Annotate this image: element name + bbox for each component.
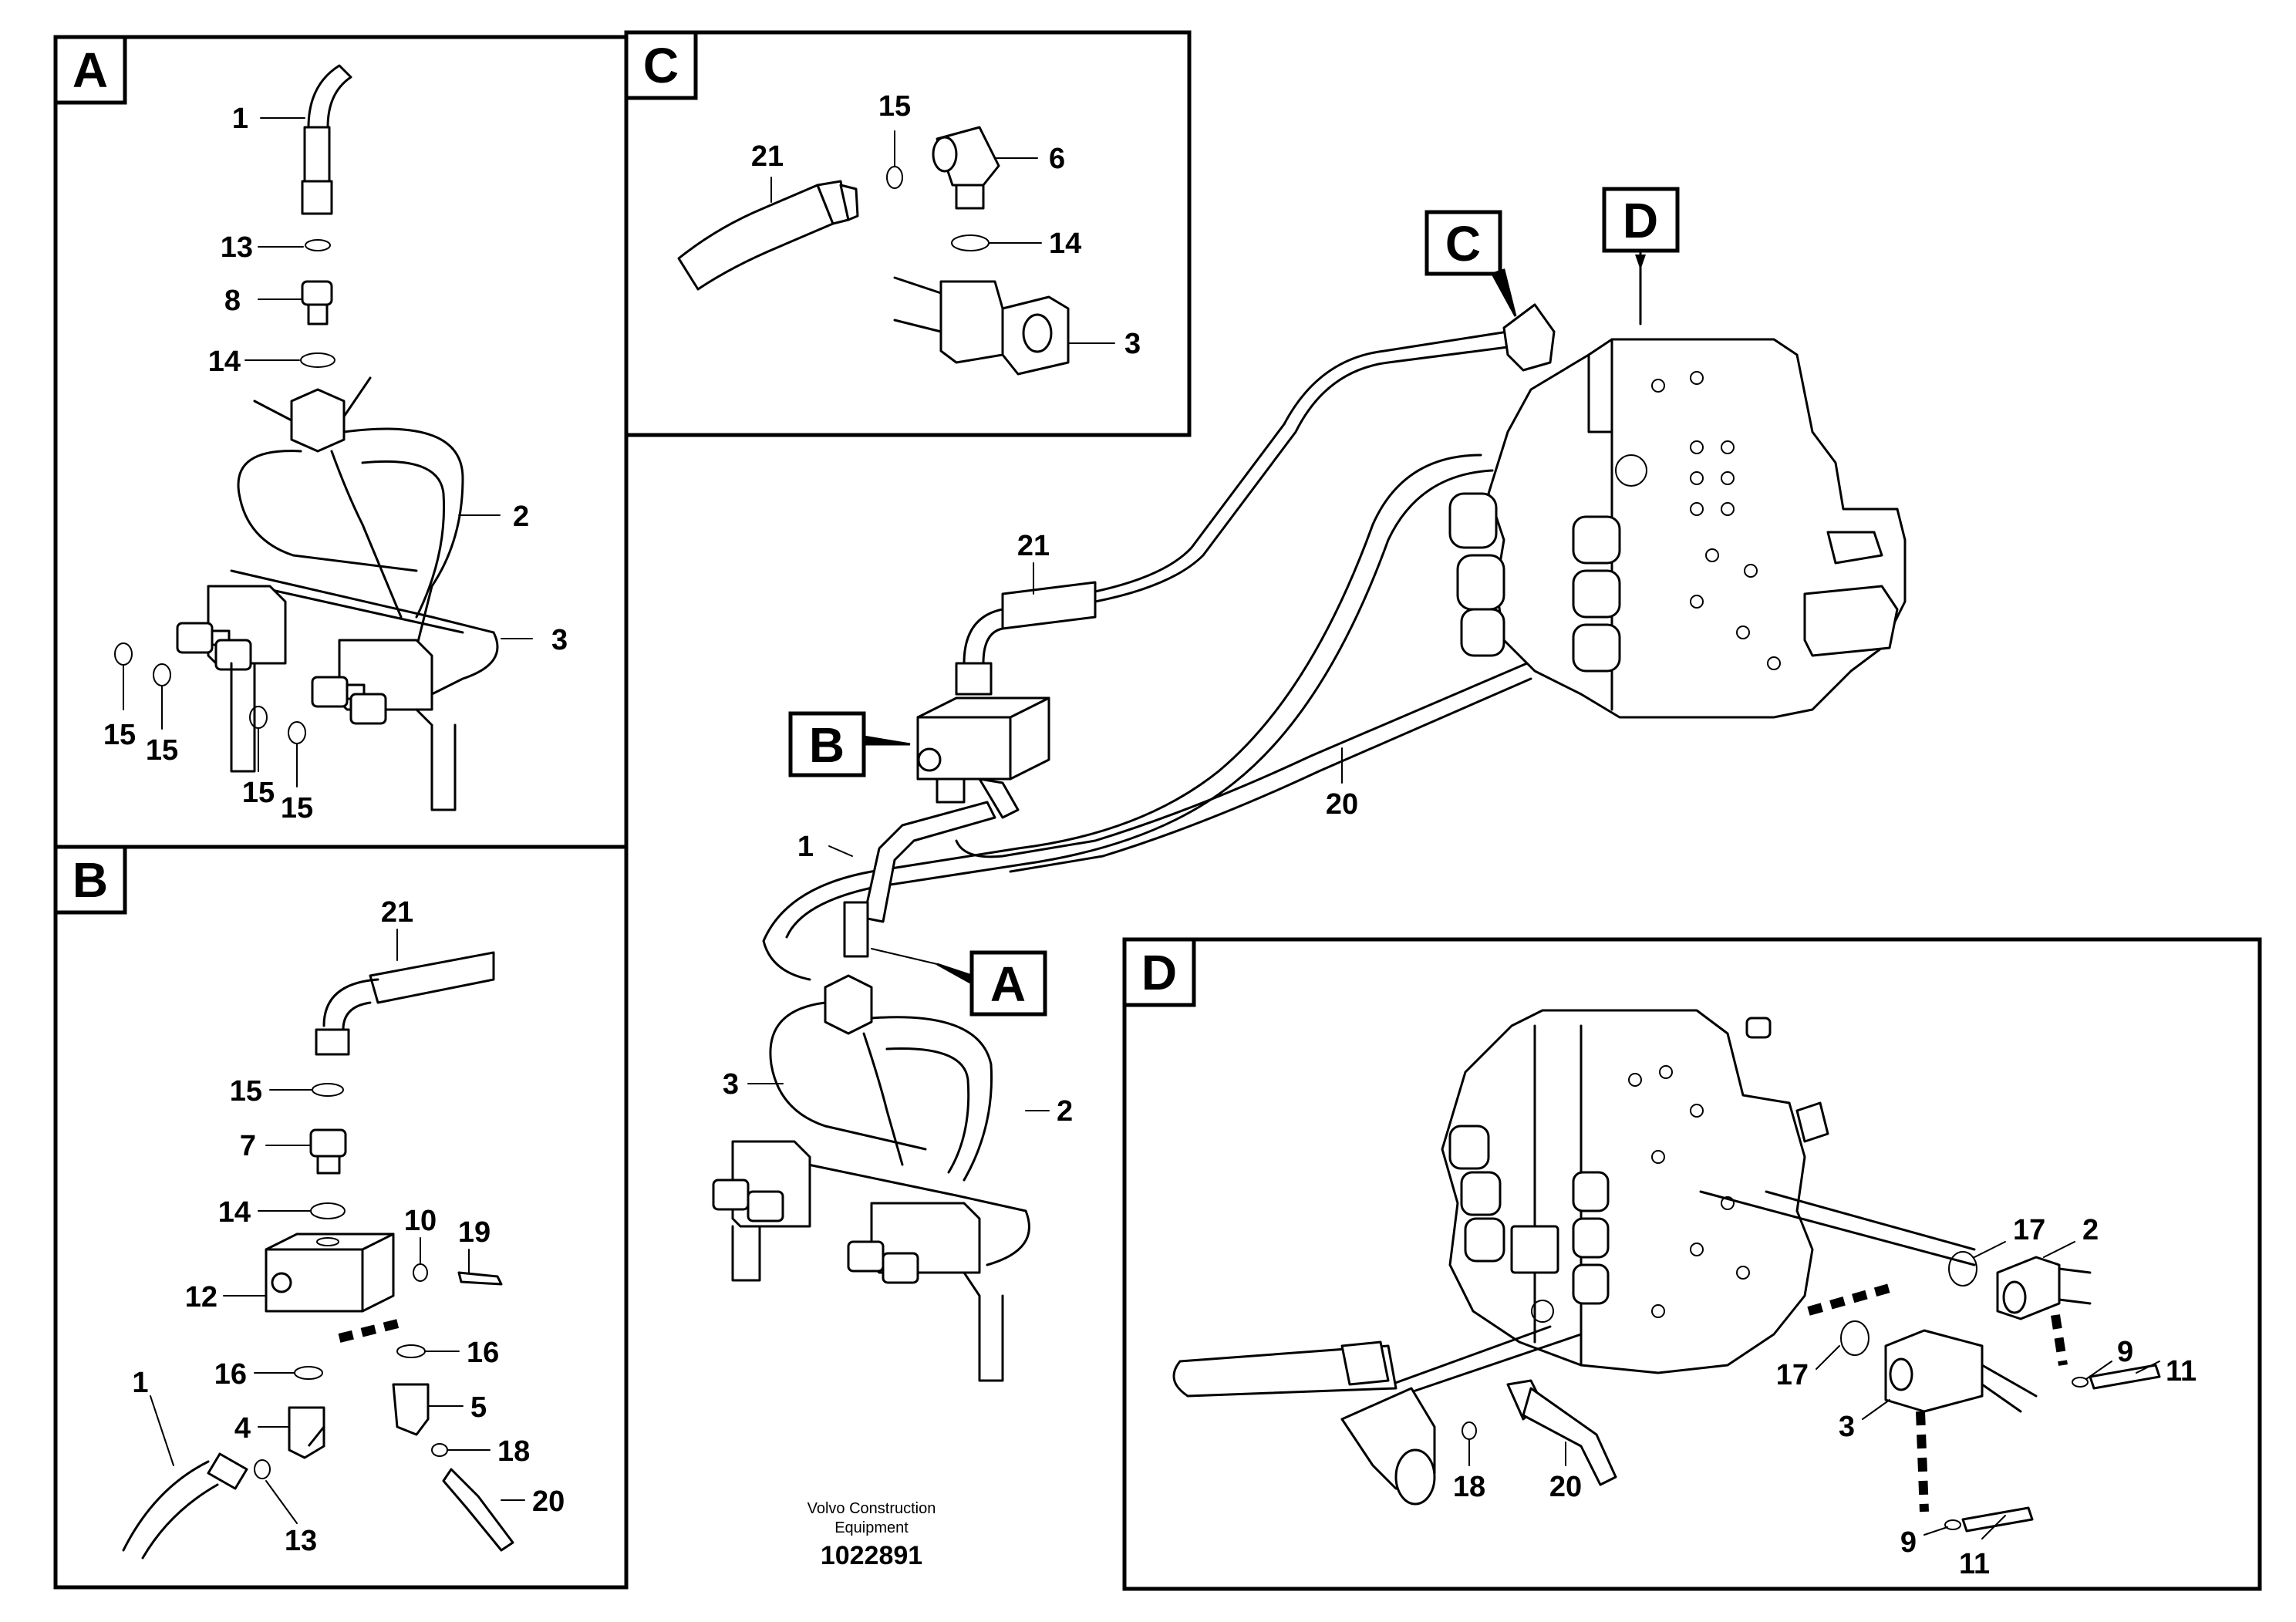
pointer-d: D <box>1602 187 1680 325</box>
callout-d-20: 20 <box>1549 1471 1582 1503</box>
callout-a-15-second: 15 <box>146 734 178 767</box>
panel-c-label: C <box>643 38 679 93</box>
callout-b-5: 5 <box>470 1391 487 1424</box>
main-assembly: 21 1 20 3 2 B C D A <box>712 187 1907 1382</box>
callout-a-15-first: 15 <box>103 719 136 751</box>
callout-main-20: 20 <box>1326 788 1358 821</box>
footer-caption: Volvo Construction Equipment 1022891 <box>807 1500 936 1570</box>
callout-d-11-upper: 11 <box>2166 1355 2197 1388</box>
callout-b-19: 19 <box>458 1216 491 1249</box>
callout-d-11-lower: 11 <box>1959 1548 1990 1580</box>
detail-panel-a: A <box>53 35 629 849</box>
callout-a-14: 14 <box>208 346 241 378</box>
main-hoses <box>762 303 1556 981</box>
panel-a-callouts: 1 13 8 14 2 3 15 15 15 15 <box>103 103 568 824</box>
detail-panel-d: D <box>1122 937 2262 1591</box>
callout-b-13: 13 <box>285 1525 317 1557</box>
control-valve <box>1448 338 1907 719</box>
callout-a-3: 3 <box>551 624 568 656</box>
pointer-c: C <box>1424 210 1517 317</box>
panel-c-label-box <box>624 30 698 100</box>
callout-b-4: 4 <box>234 1412 251 1445</box>
callout-d-9-lower: 9 <box>1900 1526 1917 1559</box>
panel-c-callouts: 15 21 6 14 3 <box>751 90 1141 360</box>
main-leaders <box>747 562 1343 1111</box>
callout-b-16-right: 16 <box>467 1337 499 1369</box>
pointer-c-label: C <box>1445 216 1481 271</box>
detail-panel-b: B <box>53 845 629 1590</box>
pointer-d-label: D <box>1623 193 1658 248</box>
callout-d-3: 3 <box>1839 1411 1855 1443</box>
callout-a-15-fourth: 15 <box>281 792 313 824</box>
pointer-c-box <box>1424 210 1502 276</box>
pointer-a-label: A <box>990 956 1026 1012</box>
main-tee-block <box>916 696 1050 819</box>
panel-b-leaders <box>150 929 525 1524</box>
callout-b-12: 12 <box>185 1281 217 1313</box>
panel-a-label: A <box>72 42 108 98</box>
panel-d-label-box <box>1122 937 1196 1007</box>
callout-b-10: 10 <box>404 1205 437 1237</box>
callout-a-8: 8 <box>224 285 241 317</box>
panel-d-drawing <box>1172 1009 2161 1533</box>
panel-a-drawing <box>114 64 499 811</box>
callout-d-9-upper: 9 <box>2117 1336 2133 1368</box>
callout-c-21: 21 <box>751 140 784 173</box>
callout-d-17-left: 17 <box>1776 1359 1809 1391</box>
panel-c-leaders <box>770 130 1115 344</box>
panel-b-label: B <box>72 852 108 908</box>
callout-d-17-right: 17 <box>2013 1214 2045 1246</box>
document-number: 1022891 <box>821 1541 922 1570</box>
callout-b-20: 20 <box>532 1485 565 1518</box>
callout-a-2: 2 <box>513 501 529 533</box>
callout-main-21: 21 <box>1017 530 1050 562</box>
main-lower-assembly <box>712 901 1030 1382</box>
callout-b-14: 14 <box>218 1196 251 1229</box>
callout-b-1: 1 <box>132 1367 148 1399</box>
callout-main-2: 2 <box>1057 1095 1073 1128</box>
panel-a-label-box <box>53 35 127 105</box>
callout-a-13: 13 <box>221 231 253 264</box>
callout-b-7: 7 <box>240 1130 256 1162</box>
main-callouts: 21 1 20 3 2 <box>723 530 1358 1128</box>
panel-c-frame <box>624 30 1192 437</box>
callout-b-16-left: 16 <box>214 1358 247 1391</box>
panel-c-drawing <box>677 126 1070 376</box>
callout-main-3: 3 <box>723 1068 739 1101</box>
pointer-b-label: B <box>809 717 845 773</box>
panel-b-frame <box>53 845 629 1590</box>
callout-c-14: 14 <box>1049 228 1081 260</box>
callout-c-15: 15 <box>878 90 911 123</box>
company-name-line2: Equipment <box>834 1519 909 1536</box>
callout-b-18: 18 <box>497 1435 530 1468</box>
pointer-a: A <box>871 948 1047 1017</box>
callout-c-6: 6 <box>1049 143 1065 175</box>
callout-c-3: 3 <box>1124 328 1141 360</box>
panel-d-frame <box>1122 937 2262 1591</box>
callout-a-1: 1 <box>232 103 248 135</box>
company-name-line1: Volvo Construction <box>807 1500 936 1517</box>
detail-panel-c: C 15 21 6 14 3 <box>624 30 1192 437</box>
callout-a-15-third: 15 <box>242 777 275 809</box>
panel-b-callouts: 21 15 7 14 10 19 12 16 16 5 18 20 4 1 13 <box>132 896 565 1557</box>
callout-d-2: 2 <box>2082 1214 2099 1246</box>
panel-b-label-box <box>53 845 127 915</box>
callout-b-15: 15 <box>230 1075 262 1108</box>
panel-b-drawing <box>122 951 514 1560</box>
panel-a-leaders <box>123 117 533 787</box>
callout-d-18: 18 <box>1453 1471 1485 1503</box>
callout-main-1: 1 <box>797 831 814 863</box>
panel-d-leaders <box>1468 1241 2160 1539</box>
panel-d-label: D <box>1141 945 1177 1000</box>
panel-d-callouts: 17 2 9 11 17 3 9 11 18 20 <box>1453 1214 2197 1580</box>
callout-b-21: 21 <box>381 896 413 929</box>
pointer-b: B <box>788 711 911 777</box>
